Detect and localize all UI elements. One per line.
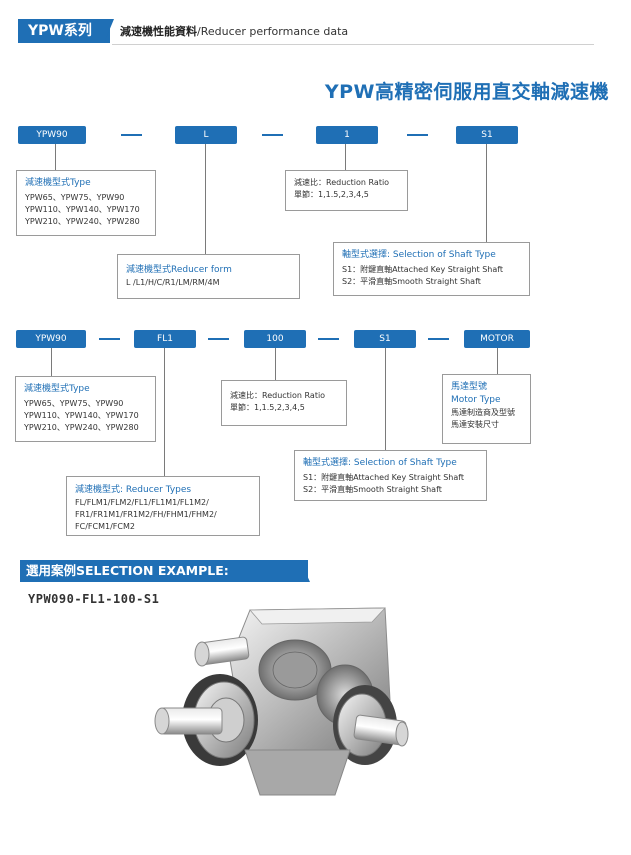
motor-box-text: 馬達制造商及型號 馬達安裝尺寸 [451, 408, 515, 429]
code-dash [121, 134, 142, 136]
code-pill-ratio: 1 [316, 126, 378, 144]
ratio-box-line1: 減速比：Reduction Ratio [230, 391, 326, 400]
code-pill-shaft: S1 [456, 126, 518, 144]
code-pill-motor: MOTOR [464, 330, 530, 348]
section-title-cn: 減速機性能資料 [120, 25, 197, 38]
code-dash [262, 134, 283, 136]
series-tab-slash [104, 19, 114, 43]
code-pill-ratio: 100 [244, 330, 306, 348]
ratio-box-line2: 單節：1,1.5,2,3,4,5 [294, 190, 369, 199]
code-pill-form: L [175, 126, 237, 144]
connector-line [385, 348, 386, 450]
shaft-box-text: S1：附鍵直軸Attached Key Straight Shaft S2：平滑… [303, 473, 465, 494]
ratio-info-box: 減速比：Reduction Ratio 單節：1,1.5,2,3,4,5 [221, 380, 347, 426]
connector-line [486, 144, 487, 242]
ratio-box-line2: 單節：1,1.5,2,3,4,5 [230, 403, 305, 412]
type-info-box: 減速機型式Type YPW65、YPW75、YPW90 YPW110、YPW14… [15, 376, 156, 442]
form-box-text: L /L1/H/C/R1/LM/RM/4M [126, 278, 220, 287]
form-info-box: 減速機型式Reducer form L /L1/H/C/R1/LM/RM/4M [117, 254, 300, 299]
ratio-info-box: 減速比：Reduction Ratio 單節：1,1.5,2,3,4,5 [285, 170, 408, 211]
type-box-text: YPW65、YPW75、YPW90 YPW110、YPW140、YPW170 Y… [25, 193, 140, 226]
code-pill-form: FL1 [134, 330, 196, 348]
connector-line [55, 144, 56, 170]
shaft-box-title: 軸型式選擇: Selection of Shaft Type [342, 250, 496, 260]
code-dash [407, 134, 428, 136]
motor-box-title: 馬達型號 Motor Type [451, 382, 501, 405]
series-tab: YPW系列 [18, 19, 110, 43]
type-box-text: YPW65、YPW75、YPW90 YPW110、YPW140、YPW170 Y… [24, 399, 139, 432]
code-pill-model: YPW90 [16, 330, 86, 348]
header-divider [112, 44, 594, 45]
connector-line [275, 348, 276, 380]
type-box-title: 減速機型式Type [25, 178, 91, 188]
selection-example-bar: 選用案例SELECTION EXAMPLE: [20, 560, 308, 582]
shaft-box-text: S1：附鍵直軸Attached Key Straight Shaft S2：平滑… [342, 265, 504, 286]
ratio-box-line1: 減速比：Reduction Ratio [294, 178, 390, 187]
code-dash [99, 338, 120, 340]
type-info-box: 減速機型式Type YPW65、YPW75、YPW90 YPW110、YPW14… [16, 170, 156, 236]
code-pill-shaft: S1 [354, 330, 416, 348]
connector-line [205, 144, 206, 254]
form-box-title: 減速機型式Reducer form [126, 265, 232, 275]
section-title: 減速機性能資料/Reducer performance data [120, 23, 348, 39]
code-dash [318, 338, 339, 340]
connector-line [51, 348, 52, 376]
connector-line [164, 348, 165, 476]
gearbox-product-image [154, 607, 409, 796]
section-title-en: /Reducer performance data [197, 25, 349, 38]
shaft-info-box: 軸型式選擇: Selection of Shaft Type S1：附鍵直軸At… [333, 242, 530, 296]
motor-info-box: 馬達型號 Motor Type 馬達制造商及型號 馬達安裝尺寸 [442, 374, 531, 444]
shaft-box-title: 軸型式選擇: Selection of Shaft Type [303, 458, 457, 468]
example-code: YPW090-FL1-100-S1 [28, 592, 160, 606]
connector-line [345, 144, 346, 170]
reducer-types-box: 減速機型式: Reducer Types FL/FLM1/FLM2/FL1/FL… [66, 476, 260, 536]
shaft-info-box: 軸型式選擇: Selection of Shaft Type S1：附鍵直軸At… [294, 450, 487, 501]
connector-line [497, 348, 498, 374]
type-box-title: 減速機型式Type [24, 384, 90, 394]
page-title: YPW高精密伺服用直交軸減速機 [324, 81, 609, 103]
code-dash [428, 338, 449, 340]
code-dash [208, 338, 229, 340]
reducer-types-text: FL/FLM1/FLM2/FL1/FL1M1/FL1M2/ FR1/FR1M1/… [75, 498, 217, 531]
reducer-types-title: 減速機型式: Reducer Types [75, 485, 192, 495]
code-pill-model: YPW90 [18, 126, 86, 144]
selection-bar-slash [300, 560, 310, 582]
